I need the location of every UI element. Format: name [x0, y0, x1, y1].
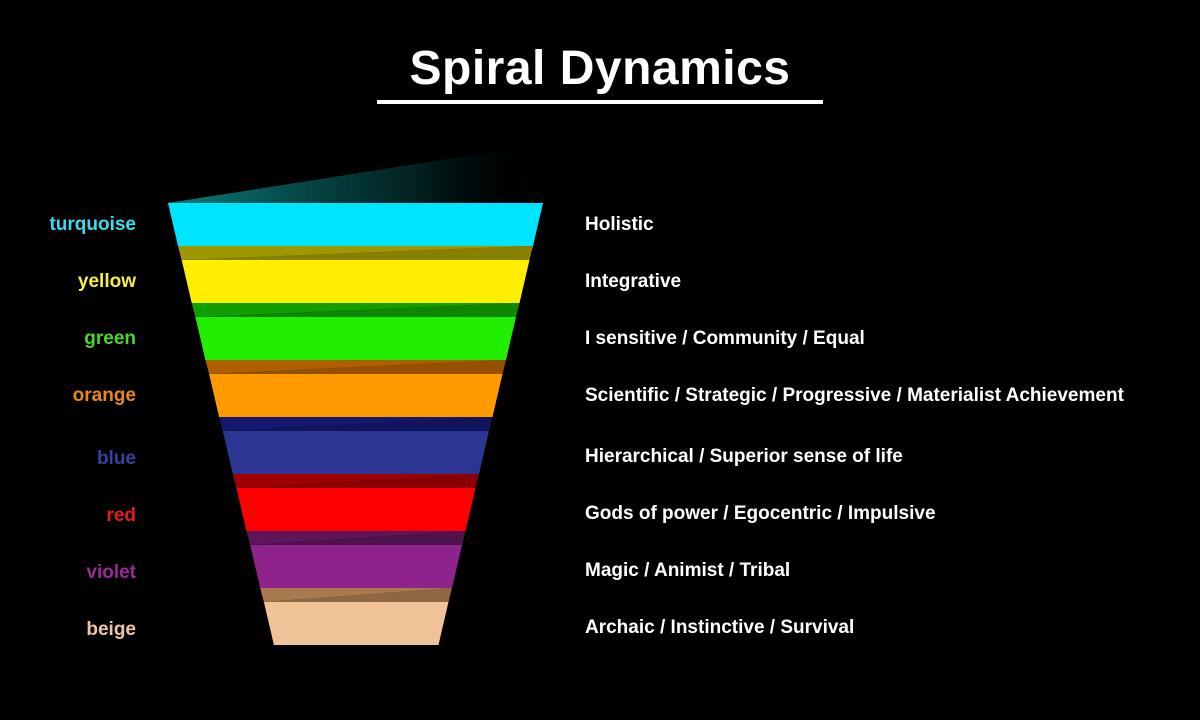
level-label-red: red	[106, 504, 136, 526]
spiral-connector-yellow	[178, 246, 533, 260]
spiral-band-turquoise	[168, 203, 543, 246]
spiral-band-green	[195, 317, 516, 360]
level-description-violet: Magic / Animist / Tribal	[585, 559, 791, 581]
level-description-red: Gods of power / Egocentric / Impulsive	[585, 502, 936, 524]
spiral-connectors	[178, 246, 533, 602]
spiral-band-red	[236, 488, 476, 531]
spiral-band-orange	[209, 374, 503, 417]
title-underline	[377, 100, 823, 104]
level-label-blue: blue	[96, 447, 136, 469]
level-label-turquoise: turquoise	[49, 213, 136, 235]
level-description-blue: Hierarchical / Superior sense of life	[585, 445, 903, 467]
spiral-connector-violet	[246, 531, 466, 545]
level-label-beige: beige	[86, 618, 136, 640]
spiral-connector-green	[191, 303, 520, 317]
spiral-connector-shade-violet	[250, 531, 466, 545]
spiral-connector-orange	[205, 360, 506, 374]
level-description-yellow: Integrative	[585, 270, 682, 292]
spiral-bands	[168, 203, 543, 645]
spiral-band-yellow	[181, 260, 530, 303]
spiral-band-blue	[222, 431, 490, 474]
level-label-green: green	[84, 327, 136, 349]
level-description-turquoise: Holistic	[585, 213, 654, 235]
level-label-violet: violet	[86, 561, 136, 583]
level-label-orange: orange	[72, 384, 136, 406]
spiral-connector-blue	[219, 417, 493, 431]
spiral-connector-shade-beige	[263, 588, 452, 602]
spiral-connector-shade-blue	[222, 417, 493, 431]
spiral-connector-beige	[260, 588, 452, 602]
spiral-band-beige	[263, 602, 449, 645]
spiral-band-violet	[250, 545, 462, 588]
spiral-connector-shade-orange	[209, 360, 506, 374]
spiral-connector-shade-green	[195, 303, 520, 317]
spiral-connector-shade-red	[236, 474, 479, 488]
level-description-beige: Archaic / Instinctive / Survival	[585, 616, 855, 638]
level-description-orange: Scientific / Strategic / Progressive / M…	[585, 384, 1124, 406]
level-label-yellow: yellow	[77, 270, 136, 292]
level-description-green: I sensitive / Community / Equal	[585, 327, 865, 349]
spiral-connector-red	[232, 474, 479, 488]
spiral-top-fade	[168, 150, 543, 203]
spiral-connector-shade-yellow	[181, 246, 533, 260]
page-title: Spiral Dynamics	[409, 42, 791, 95]
